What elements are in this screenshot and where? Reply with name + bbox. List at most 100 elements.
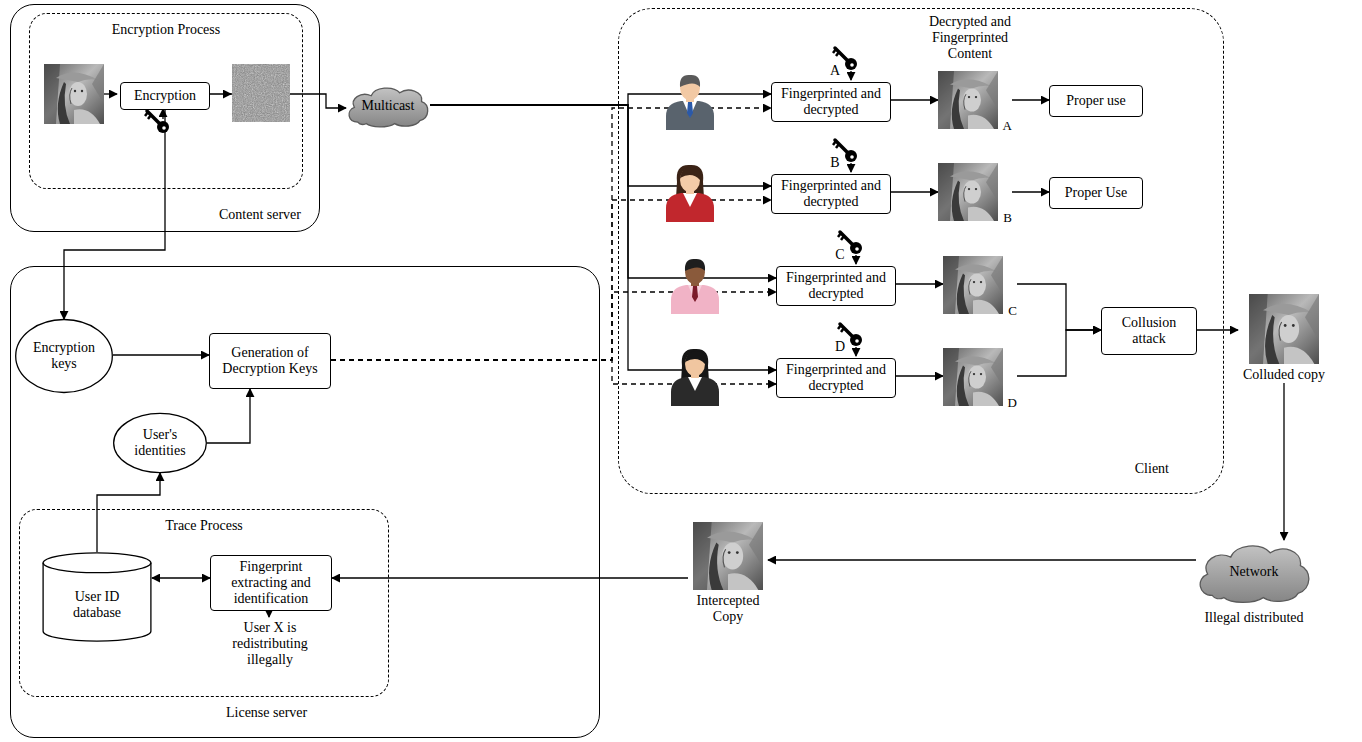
- lena-image: [943, 256, 1003, 314]
- key-arrow: [850, 71, 851, 80]
- content-image: Colluded copy: [1238, 294, 1330, 383]
- node-label: Encryption: [134, 88, 196, 104]
- key-arrow: [850, 163, 851, 172]
- node-label: Illegal distributed: [1204, 610, 1303, 626]
- content-image: D: [943, 348, 1017, 406]
- flow-connector: [113, 354, 209, 355]
- node-label: Encryption keys: [29, 340, 99, 372]
- content-image: Intercepted Copy: [688, 522, 768, 625]
- flow-connector: [891, 191, 938, 192]
- node-label: User's identities: [127, 427, 193, 459]
- node-label: Trace Process: [20, 518, 388, 534]
- lena-image: [1249, 294, 1319, 364]
- node-label: C: [1008, 304, 1017, 317]
- flow-connector: [430, 94, 771, 105]
- flow-connector: [1012, 99, 1049, 100]
- process-region: Encryption ProcessEncryption: [29, 13, 303, 189]
- node-label: Fingerprint extracting and identificatio…: [217, 559, 325, 607]
- flow-connector: [430, 105, 776, 370]
- key-arrow: [855, 255, 856, 264]
- text-label: D: [834, 339, 846, 355]
- process-box: Fingerprint extracting and identificatio…: [210, 555, 332, 611]
- flow-connector: [152, 577, 210, 578]
- text-label: B: [829, 155, 841, 171]
- process-box: Proper use: [1049, 85, 1143, 117]
- node-label: Collusion attack: [1108, 315, 1190, 347]
- lena-image: [938, 163, 998, 221]
- process-box: Proper Use: [1049, 177, 1143, 209]
- network-cloud: Multicast: [346, 84, 430, 128]
- flow-connector: [896, 283, 943, 284]
- flow-connector: [332, 577, 688, 578]
- data-ellipse: User's identities: [113, 413, 207, 473]
- node-label: Network: [1196, 540, 1312, 604]
- source-image: [44, 64, 104, 124]
- lena-image: [693, 522, 763, 590]
- user-icon: [666, 75, 714, 130]
- user-icon: [666, 165, 714, 222]
- cloud-shape: Network: [1196, 540, 1312, 604]
- flow-connector: [768, 559, 1196, 560]
- flow-connector: [896, 375, 943, 376]
- lena-image: [938, 71, 998, 129]
- node-label: Fingerprinted and decrypted: [783, 362, 889, 394]
- encrypted-image: [232, 64, 290, 122]
- database-cylinder: User ID database: [42, 552, 152, 642]
- node-label: Proper Use: [1065, 185, 1128, 201]
- node-label: Encryption Process: [30, 22, 302, 38]
- process-box: Collusion attack: [1101, 307, 1197, 355]
- text-label: User X is redistributing illegally: [212, 620, 328, 668]
- flow-connector: [1017, 284, 1101, 330]
- node-label: Content server: [219, 207, 301, 223]
- node-label: Client: [1135, 461, 1169, 477]
- node-label: B: [1003, 211, 1012, 224]
- key-arrow: [162, 109, 163, 119]
- node-label: Colluded copy: [1243, 367, 1325, 383]
- server-panel: Content serverEncryption ProcessEncrypti…: [10, 4, 320, 232]
- node-label: Fingerprinted and decrypted: [783, 270, 889, 302]
- process-box: Generation of Decryption Keys: [209, 333, 331, 389]
- flow-connector: [891, 99, 938, 100]
- flow-connector: [64, 110, 165, 319]
- text-label: A: [829, 63, 841, 79]
- key-connector: [331, 108, 771, 360]
- flow-arrow: [104, 93, 117, 94]
- client-region: ClientFingerprinted and decryptedAProper…: [618, 8, 1224, 494]
- key-icon: [145, 111, 169, 133]
- node-label: A: [1003, 119, 1012, 132]
- key-arrow: [855, 347, 856, 356]
- key-connector: [331, 200, 771, 360]
- node-label: Multicast: [362, 98, 415, 114]
- flow-connector: [430, 105, 771, 186]
- node-label: D: [1008, 396, 1017, 409]
- user-icon: [671, 349, 719, 406]
- process-box: Encryption: [120, 82, 210, 110]
- network-cloud: NetworkIllegal distributed: [1196, 540, 1312, 626]
- flow-connector: [1017, 330, 1101, 376]
- flow-connector: [1012, 191, 1049, 192]
- text-label: C: [834, 247, 846, 263]
- flow-connector: [207, 389, 250, 443]
- process-box: Fingerprinted and decrypted: [776, 358, 896, 398]
- data-ellipse: Encryption keys: [15, 319, 113, 393]
- node-label: License server: [226, 705, 307, 721]
- content-image: C: [943, 256, 1017, 314]
- flow-connector: [1197, 329, 1238, 330]
- node-label: Fingerprinted and decrypted: [778, 86, 884, 118]
- process-region: Trace ProcessUser ID database Fingerprint…: [19, 509, 389, 697]
- process-box: Fingerprinted and decrypted: [771, 174, 891, 214]
- node-label: Generation of Decryption Keys: [216, 345, 324, 377]
- flow-connector: [1283, 383, 1284, 540]
- process-box: Fingerprinted and decrypted: [776, 266, 896, 306]
- content-image: B: [938, 163, 1012, 221]
- process-box: Fingerprinted and decrypted: [771, 82, 891, 122]
- text-label: Decrypted and Fingerprinted Content: [910, 14, 1030, 62]
- node-label: User ID database: [50, 589, 144, 621]
- node-label: Proper use: [1066, 93, 1126, 109]
- server-panel: License server Encryption keys Generation …: [10, 266, 600, 738]
- node-label: Fingerprinted and decrypted: [778, 178, 884, 210]
- lena-image: [943, 348, 1003, 406]
- flow-connector: [430, 105, 776, 278]
